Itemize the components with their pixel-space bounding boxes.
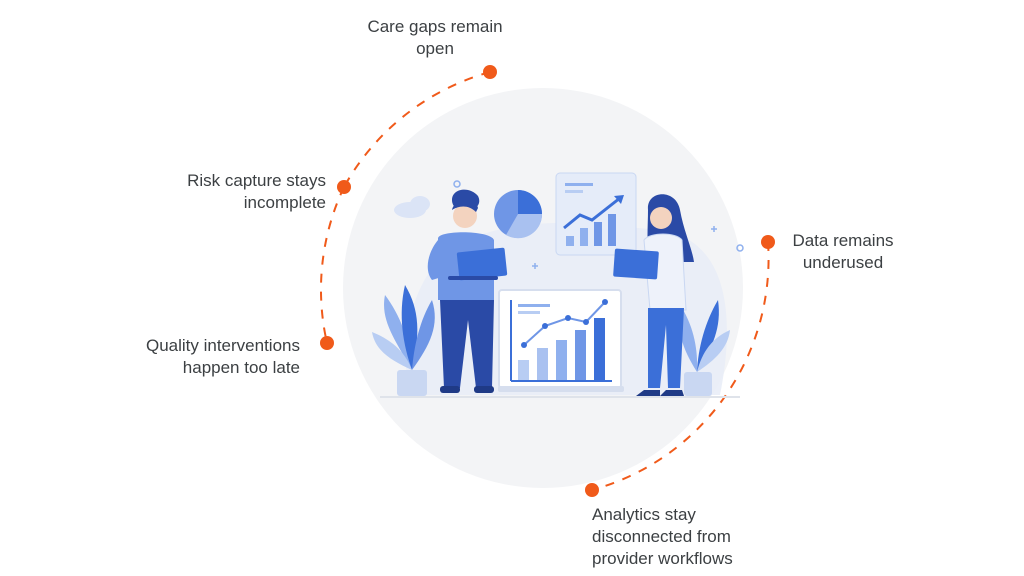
label-care-gaps: Care gaps remain open: [352, 16, 518, 60]
label-care-gaps-line-2: open: [416, 39, 454, 58]
ring-arc-1: [343, 71, 491, 188]
label-analytics-line-2: disconnected from: [592, 527, 731, 546]
node-dot-quality: [320, 336, 334, 350]
label-data-underused-line-2: underused: [802, 253, 884, 272]
bar-chart-board-icon: [498, 289, 624, 392]
woman-figure-icon: [613, 194, 694, 396]
label-quality-line-1: Quality interventions: [145, 336, 300, 355]
sparkle-icons: [453, 180, 744, 269]
label-analytics: Analytics stay disconnected from provide…: [592, 504, 762, 570]
label-quality: Quality interventions happen too late: [110, 335, 300, 379]
label-risk-capture-line-2: incomplete: [243, 193, 326, 212]
node-dot-risk-capture: [337, 180, 351, 194]
label-care-gaps-line-1: Care gaps remain: [367, 17, 503, 36]
label-data-underused: Data remains underused: [778, 230, 908, 274]
node-dot-care-gaps: [483, 65, 497, 79]
ring-arc-2: [320, 186, 345, 344]
label-data-underused-line-1: Data remains: [792, 231, 894, 250]
label-risk-capture: Risk capture stays incomplete: [150, 170, 326, 214]
cloud-icon: [394, 196, 430, 218]
label-risk-capture-line-1: Risk capture stays: [187, 171, 326, 190]
man-figure-icon: [427, 189, 508, 393]
label-analytics-line-3: provider workflows: [592, 549, 733, 568]
node-dot-analytics: [585, 483, 599, 497]
label-analytics-line-1: Analytics stay: [592, 505, 696, 524]
plant-left-icon: [372, 285, 435, 396]
pie-chart-icon: [494, 190, 543, 239]
trend-card-icon: [555, 172, 637, 256]
label-quality-line-2: happen too late: [182, 358, 300, 377]
plant-right-icon: [679, 300, 730, 396]
node-dot-data-underused: [761, 235, 775, 249]
